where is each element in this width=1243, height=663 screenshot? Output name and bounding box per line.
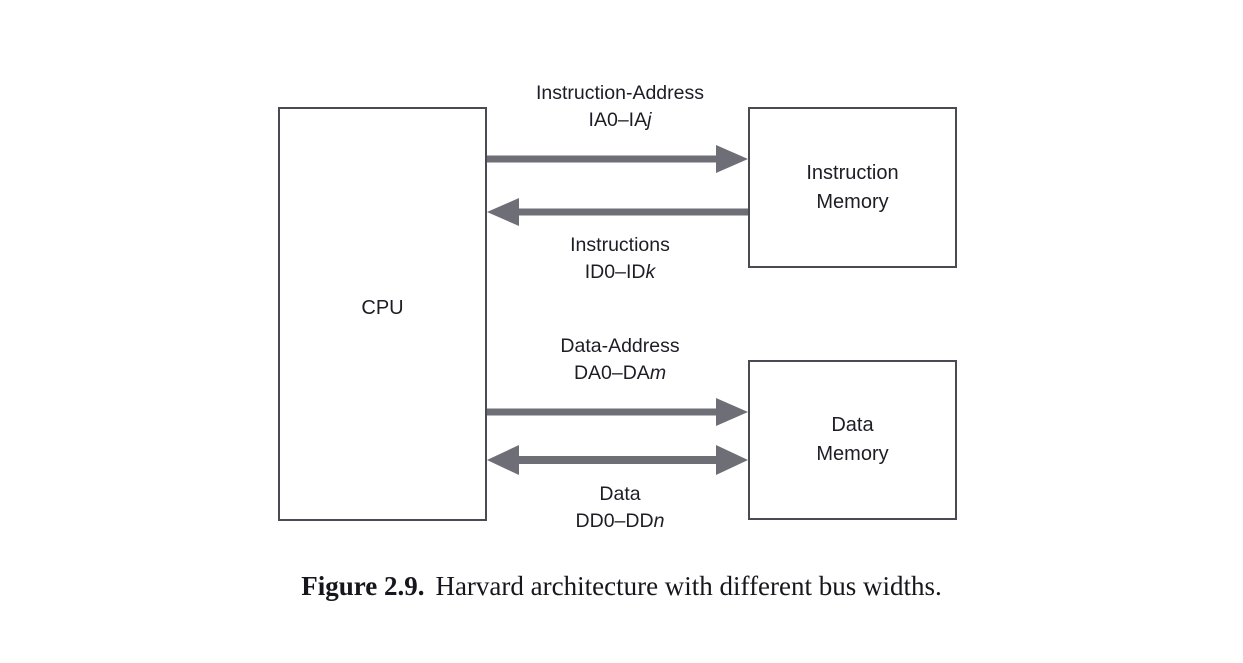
instructions-bus-range: ID0–IDk — [437, 259, 803, 286]
instructions-bus-name: Instructions — [570, 234, 670, 256]
data-address-bus-range: DA0–DAm — [437, 360, 803, 387]
instructions-bus-label: Instructions ID0–IDk — [437, 232, 803, 285]
data-address-bus-name: Data-Address — [560, 335, 680, 357]
cpu-block: CPU — [278, 107, 487, 521]
instruction-address-bus-name: Instruction-Address — [536, 82, 704, 104]
instruction-memory-block: Instruction Memory — [748, 107, 957, 268]
data-bus-label: Data DD0–DDn — [437, 481, 803, 534]
data-address-bus-arrow — [487, 395, 748, 429]
figure-caption-text: Harvard architecture with different bus … — [435, 571, 942, 601]
instructions-bus-arrow — [487, 195, 748, 229]
data-address-range-index: m — [649, 361, 667, 384]
instruction-address-range-prefix: IA0–IA — [588, 108, 648, 131]
instruction-address-bus-range: IA0–IAj — [437, 107, 803, 134]
instruction-memory-block-label: Instruction Memory — [806, 161, 899, 213]
data-bus-arrow — [487, 443, 748, 477]
figure-caption-number: Figure 2.9. — [301, 571, 425, 601]
data-address-bus-label: Data-Address DA0–DAm — [437, 333, 803, 386]
data-address-range-prefix: DA0–DA — [573, 361, 650, 384]
instructions-range-prefix: ID0–ID — [584, 260, 646, 283]
data-memory-block: Data Memory — [748, 360, 957, 520]
cpu-block-label: CPU — [361, 297, 404, 319]
data-bus-range: DD0–DDn — [437, 508, 803, 535]
figure-caption: Figure 2.9. Harvard architecture with dif… — [0, 571, 1243, 602]
data-range-prefix: DD0–DD — [575, 509, 654, 532]
data-range-index: n — [653, 509, 665, 532]
instruction-address-bus-label: Instruction-Address IA0–IAj — [437, 80, 803, 133]
data-bus-name: Data — [599, 483, 641, 505]
instructions-range-index: k — [645, 260, 656, 283]
instruction-address-range-index: j — [647, 108, 652, 131]
instruction-address-bus-arrow — [487, 142, 748, 176]
data-memory-block-label: Data Memory — [816, 414, 889, 465]
